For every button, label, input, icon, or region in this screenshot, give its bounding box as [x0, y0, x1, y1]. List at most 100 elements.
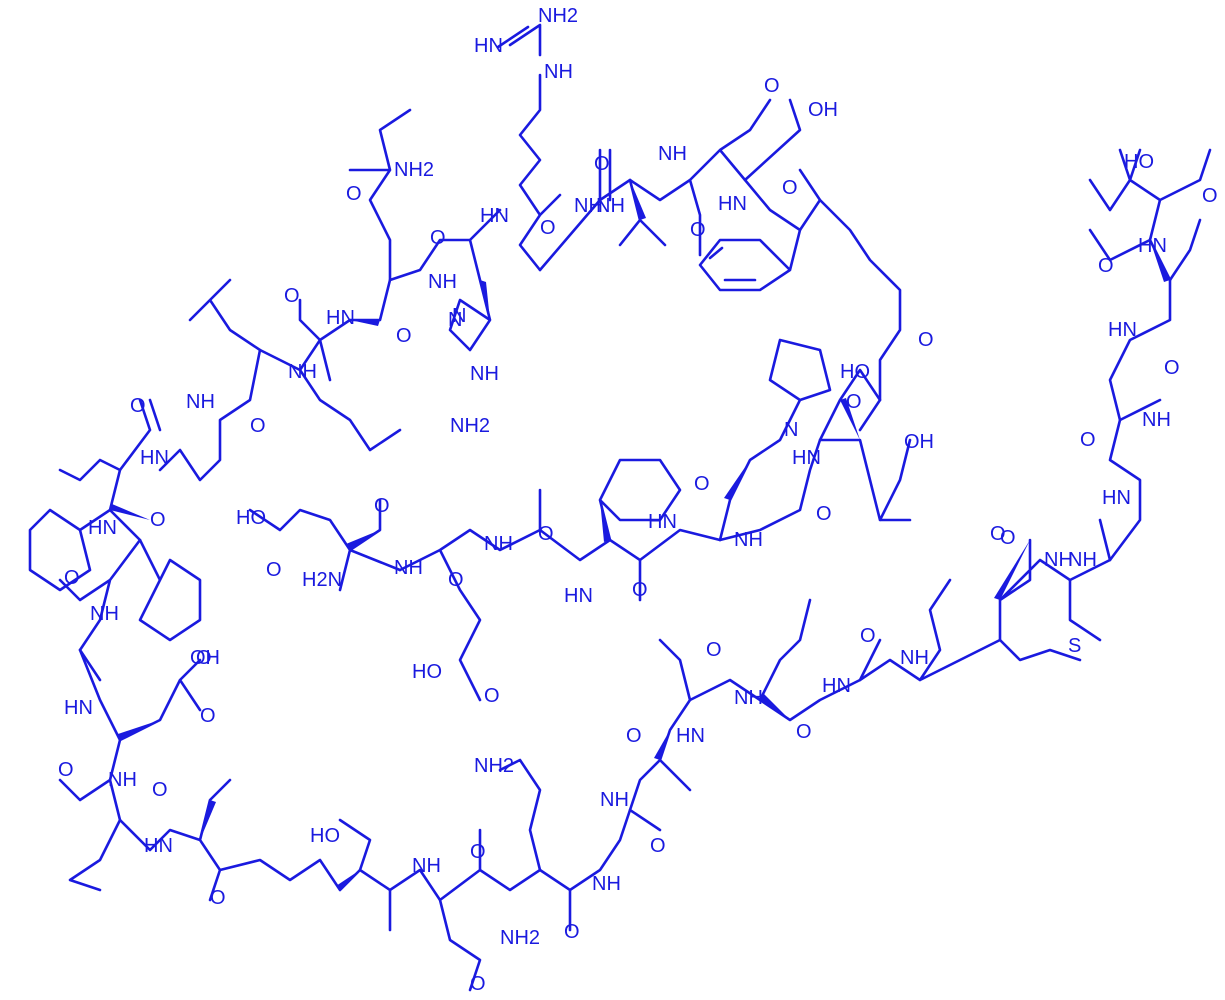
atom-label: O	[130, 395, 146, 417]
atom-label: NH	[1068, 549, 1097, 571]
atom-label: O	[626, 725, 642, 747]
atom-label: NH	[592, 873, 621, 895]
atom-label: O	[1164, 357, 1180, 379]
bond-skeleton	[28, 23, 1212, 992]
atom-label: N	[452, 305, 466, 327]
atom-label: NH	[596, 195, 625, 217]
atom-label: HO	[310, 825, 340, 847]
atom-label: O	[816, 503, 832, 525]
atom-label: HO	[840, 361, 870, 383]
atom-label: O	[1098, 255, 1114, 277]
atom-label: NH2	[450, 415, 490, 437]
atom-label: O	[150, 509, 166, 531]
atom-label: NH	[470, 363, 499, 385]
atom-label: OH	[190, 647, 220, 669]
atom-label: NH	[428, 271, 457, 293]
atom-label: O	[374, 495, 390, 517]
atom-label: O	[64, 567, 80, 589]
atom-label: NH	[108, 769, 137, 791]
atom-label: NH	[658, 143, 687, 165]
atom-label: O	[250, 415, 266, 437]
atom-label: O	[284, 285, 300, 307]
atom-label: O	[1080, 429, 1096, 451]
atom-label: O	[470, 973, 486, 995]
atom-label: HO	[236, 507, 266, 529]
atom-label: O	[200, 705, 216, 727]
atom-label: HN	[676, 725, 705, 747]
atom-label: OH	[904, 431, 934, 453]
atom-label: NH	[734, 687, 763, 709]
atom-label: NH	[574, 195, 603, 217]
atom-label: NH	[1044, 549, 1073, 571]
atom-label: NH	[600, 789, 629, 811]
atom-label: HN	[1138, 235, 1167, 257]
atom-label: O	[990, 523, 1006, 545]
atom-label: N	[784, 419, 798, 441]
atom-label: HN	[822, 675, 851, 697]
atom-label: HN	[326, 307, 355, 329]
atom-labels: NH2 HN NH O OH NH O HN O O NH2 O NH NH O…	[58, 5, 1218, 995]
atom-label: HO	[1124, 151, 1154, 173]
atom-label: N	[448, 309, 462, 331]
atom-label: NH	[900, 647, 929, 669]
atom-label: O	[484, 685, 500, 707]
stereo-wedges	[110, 180, 1170, 890]
atom-label: O	[1202, 185, 1218, 207]
atom-label: NH	[90, 603, 119, 625]
atom-label: O	[1000, 527, 1016, 549]
atom-label: O	[210, 887, 226, 909]
atom-label: O	[860, 625, 876, 647]
atom-label: O	[694, 473, 710, 495]
atom-label: NH	[186, 391, 215, 413]
atom-label: O	[152, 779, 168, 801]
atom-label: O	[430, 227, 446, 249]
atom-label: O	[706, 639, 722, 661]
atom-label: HN	[1102, 487, 1131, 509]
atom-label: O	[782, 177, 798, 199]
atom-label: NH	[484, 533, 513, 555]
atom-label: NH2	[474, 755, 514, 777]
atom-label: NH	[288, 361, 317, 383]
atom-label: NH	[394, 557, 423, 579]
atom-label: NH	[1142, 409, 1171, 431]
atom-label: NH	[412, 855, 441, 877]
atom-label: HN	[792, 447, 821, 469]
atom-label: NH2	[500, 927, 540, 949]
atom-label: O	[846, 391, 862, 413]
atom-label: HN	[140, 447, 169, 469]
atom-label: HN	[64, 697, 93, 719]
atom-label: O	[690, 219, 706, 241]
atom-label: NH2	[538, 5, 578, 27]
atom-label: HN	[474, 35, 503, 57]
atom-label: O	[266, 559, 282, 581]
atom-label: O	[540, 217, 556, 239]
atom-label: O	[632, 579, 648, 601]
atom-label: O	[396, 325, 412, 347]
atom-label: O	[346, 183, 362, 205]
atom-label: HN	[88, 517, 117, 539]
atom-label: O	[764, 75, 780, 97]
atom-label: HN	[718, 193, 747, 215]
atom-label: HN	[564, 585, 593, 607]
atom-label: S	[1068, 635, 1081, 657]
atom-label: NH	[544, 61, 573, 83]
atom-label: O	[196, 647, 212, 669]
atom-label: O	[650, 835, 666, 857]
atom-label: O	[796, 721, 812, 743]
atom-label: HN	[480, 205, 509, 227]
atom-label: O	[58, 759, 74, 781]
atom-label: NH	[734, 529, 763, 551]
atom-label: O	[538, 523, 554, 545]
atom-label: O	[564, 921, 580, 943]
atom-label: HO	[412, 661, 442, 683]
atom-label: O	[594, 153, 610, 175]
atom-label: HN	[648, 511, 677, 533]
atom-label: OH	[808, 99, 838, 121]
atom-label: O	[918, 329, 934, 351]
atom-label: HN	[144, 835, 173, 857]
atom-label: HN	[1108, 319, 1137, 341]
atom-label: O	[448, 569, 464, 591]
atom-label: H2N	[302, 569, 342, 591]
atom-label: NH2	[394, 159, 434, 181]
